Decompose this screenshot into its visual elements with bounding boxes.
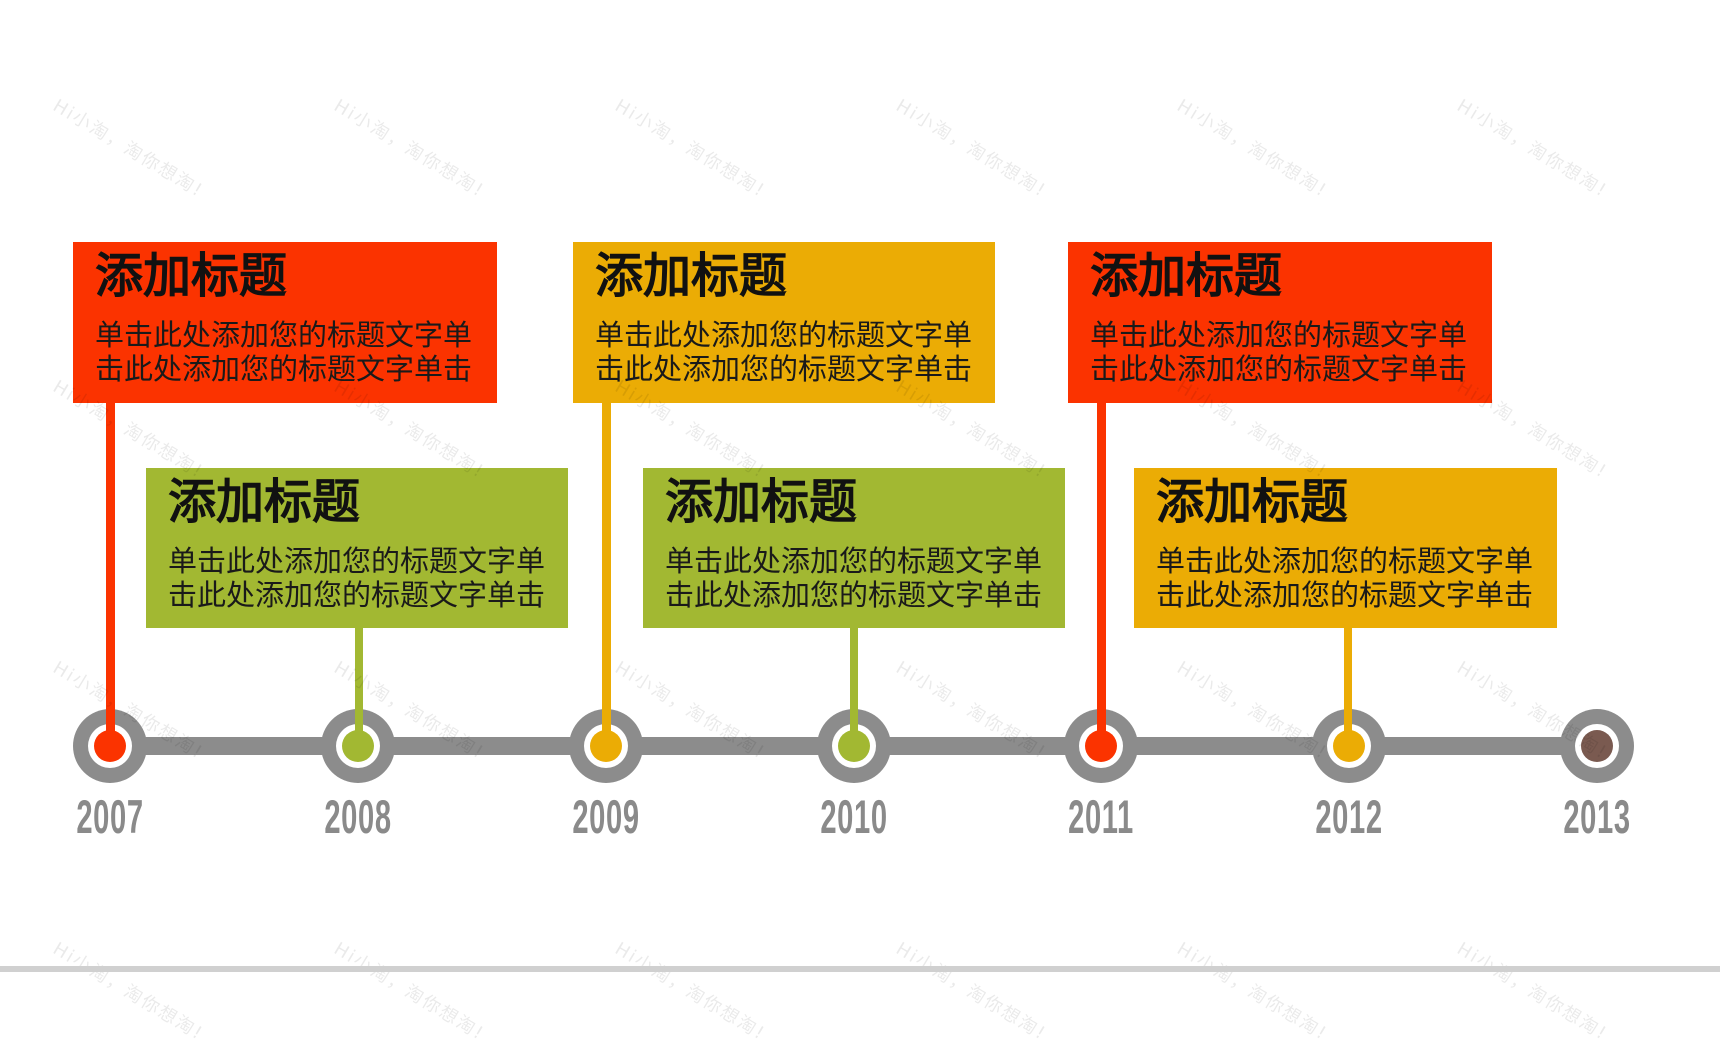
watermark: Hi小淘，淘你想淘! [892,95,1051,202]
stem-tip-2011 [1097,709,1106,745]
card-title: 添加标题 [1156,474,1349,530]
timeline-node-2012[interactable] [1312,709,1386,783]
card-body-line: 单击此处添加您的标题文字单 [595,318,973,352]
watermark: Hi小淘，淘你想淘! [49,95,208,202]
timeline-card-2008[interactable]: 添加标题 单击此处添加您的标题文字单 击此处添加您的标题文字单击 [146,468,568,628]
connector-stem-2008 [355,627,363,745]
connector-stem-2012 [1344,627,1352,745]
year-label-2011: 2011 [1068,790,1134,843]
card-body-line: 击此处添加您的标题文字单击 [595,352,973,386]
connector-stem-2009 [602,403,611,745]
year-label-2007: 2007 [76,790,144,843]
card-body-line: 击此处添加您的标题文字单击 [1090,352,1468,386]
card-body-line: 单击此处添加您的标题文字单 [1156,544,1534,578]
bottom-strip [0,966,1720,972]
watermark: Hi小淘，淘你想淘! [1173,95,1332,202]
card-title: 添加标题 [95,248,288,304]
card-body: 单击此处添加您的标题文字单 击此处添加您的标题文字单击 [168,544,548,612]
stem-tip-2007 [106,709,115,745]
stem-tip-2008 [355,709,363,745]
node-dot [1581,730,1613,762]
stem-tip-2012 [1344,709,1352,745]
timeline-card-2007[interactable]: 添加标题 单击此处添加您的标题文字单 击此处添加您的标题文字单击 [73,242,497,403]
card-body: 单击此处添加您的标题文字单 击此处添加您的标题文字单击 [595,318,975,386]
year-label-2009: 2009 [572,790,640,843]
watermark: Hi小淘，淘你想淘! [1173,938,1332,1045]
timeline-node-2013[interactable] [1560,709,1634,783]
timeline-slide: 添加标题 单击此处添加您的标题文字单 击此处添加您的标题文字单击 添加标题 单击… [49,95,1634,1045]
timeline-card-2011[interactable]: 添加标题 单击此处添加您的标题文字单 击此处添加您的标题文字单击 [1068,242,1492,403]
timeline-card-2012[interactable]: 添加标题 单击此处添加您的标题文字单 击此处添加您的标题文字单击 [1134,468,1557,628]
card-body: 单击此处添加您的标题文字单 击此处添加您的标题文字单击 [665,544,1045,612]
connector-stem-2010 [850,627,858,745]
card-body-line: 单击此处添加您的标题文字单 [168,544,546,578]
card-body-line: 单击此处添加您的标题文字单 [665,544,1043,578]
watermark: Hi小淘，淘你想淘! [1453,95,1612,202]
watermark: Hi小淘，淘你想淘! [892,938,1051,1045]
card-body: 单击此处添加您的标题文字单 击此处添加您的标题文字单击 [95,318,475,386]
card-body-line: 击此处添加您的标题文字单击 [95,352,473,386]
stem-tip-2009 [602,709,611,745]
connector-stem-2007 [106,403,115,745]
card-title: 添加标题 [595,248,788,304]
watermark: Hi小淘，淘你想淘! [611,95,770,202]
card-body-line: 单击此处添加您的标题文字单 [95,318,473,352]
connector-stem-2011 [1097,403,1106,745]
card-title: 添加标题 [168,474,361,530]
card-body-line: 击此处添加您的标题文字单击 [168,578,546,612]
year-label-2010: 2010 [820,790,888,843]
timeline-card-2009[interactable]: 添加标题 单击此处添加您的标题文字单 击此处添加您的标题文字单击 [573,242,995,403]
watermark: Hi小淘，淘你想淘! [330,938,489,1045]
watermark: Hi小淘，淘你想淘! [1453,938,1612,1045]
timeline-card-2010[interactable]: 添加标题 单击此处添加您的标题文字单 击此处添加您的标题文字单击 [643,468,1065,628]
card-body: 单击此处添加您的标题文字单 击此处添加您的标题文字单击 [1090,318,1470,386]
card-body: 单击此处添加您的标题文字单 击此处添加您的标题文字单击 [1156,544,1536,612]
card-body-line: 击此处添加您的标题文字单击 [1156,578,1534,612]
card-title: 添加标题 [665,474,858,530]
card-title: 添加标题 [1090,248,1283,304]
card-body-line: 击此处添加您的标题文字单击 [665,578,1043,612]
year-label-2008: 2008 [324,790,392,843]
stem-tip-2010 [850,709,858,745]
year-label-2012: 2012 [1315,790,1383,843]
watermark: Hi小淘，淘你想淘! [330,95,489,202]
watermark: Hi小淘，淘你想淘! [611,938,770,1045]
card-body-line: 单击此处添加您的标题文字单 [1090,318,1468,352]
watermark: Hi小淘，淘你想淘! [49,938,208,1045]
year-label-2013: 2013 [1563,790,1631,843]
